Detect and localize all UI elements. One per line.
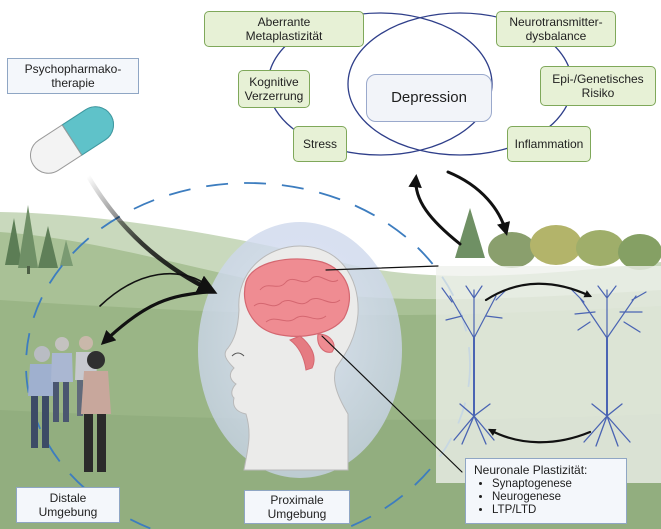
- factor-cognitive-distortion: Kognitive Verzerrung: [238, 70, 310, 108]
- list-item: LTP/LTD: [492, 504, 572, 517]
- arrow-group: [85, 170, 593, 473]
- neuronal-plasticity-list: Synaptogenese Neurogenese LTP/LTD: [474, 478, 572, 517]
- distal-environment-label: Distale Umgebung: [16, 487, 120, 523]
- pharmacotherapy-label: Psychopharmako- therapie: [7, 58, 139, 94]
- factor-aberrant-metaplasticity: Aberrante Metaplastizität: [204, 11, 364, 47]
- neuron-bottom-arrow: [487, 428, 592, 444]
- capsule-icon: [30, 106, 114, 174]
- neuron-icon: [441, 285, 507, 445]
- depression-center-box: Depression: [366, 74, 492, 122]
- list-item: Neurogenese: [492, 491, 572, 504]
- neuron-icon: [571, 285, 647, 447]
- brain-depression-arrow: [408, 173, 462, 246]
- list-item: Synaptogenese: [492, 478, 572, 491]
- factor-epigenetic-risk: Epi-/Genetisches Risiko: [540, 66, 656, 106]
- factor-neurotransmitter-dysbalance: Neurotransmitter- dysbalance: [496, 11, 616, 47]
- factor-stress: Stress: [293, 126, 347, 162]
- brain-to-plasticity-line: [321, 335, 463, 473]
- pill-to-brain-arrow: [85, 173, 218, 294]
- brain-to-neurons-line: [325, 265, 439, 271]
- people-to-brain-arrow: [99, 272, 205, 307]
- tree-icon: [5, 205, 73, 274]
- factor-inflammation: Inflammation: [507, 126, 591, 162]
- tree-icon: [455, 208, 661, 270]
- brain-to-people-arrow: [100, 290, 208, 345]
- proximal-environment-label: Proximale Umgebung: [244, 490, 350, 524]
- brain-head-icon: [224, 245, 359, 471]
- depression-brain-arrow: [446, 170, 511, 236]
- people-group-icon: [28, 336, 111, 472]
- neuron-panel: [436, 266, 661, 483]
- neuronal-plasticity-title: Neuronale Plastizität:: [474, 463, 588, 477]
- neuronal-plasticity-box: Neuronale Plastizität: Synaptogenese Neu…: [465, 458, 627, 524]
- neuron-top-arrow: [484, 282, 593, 302]
